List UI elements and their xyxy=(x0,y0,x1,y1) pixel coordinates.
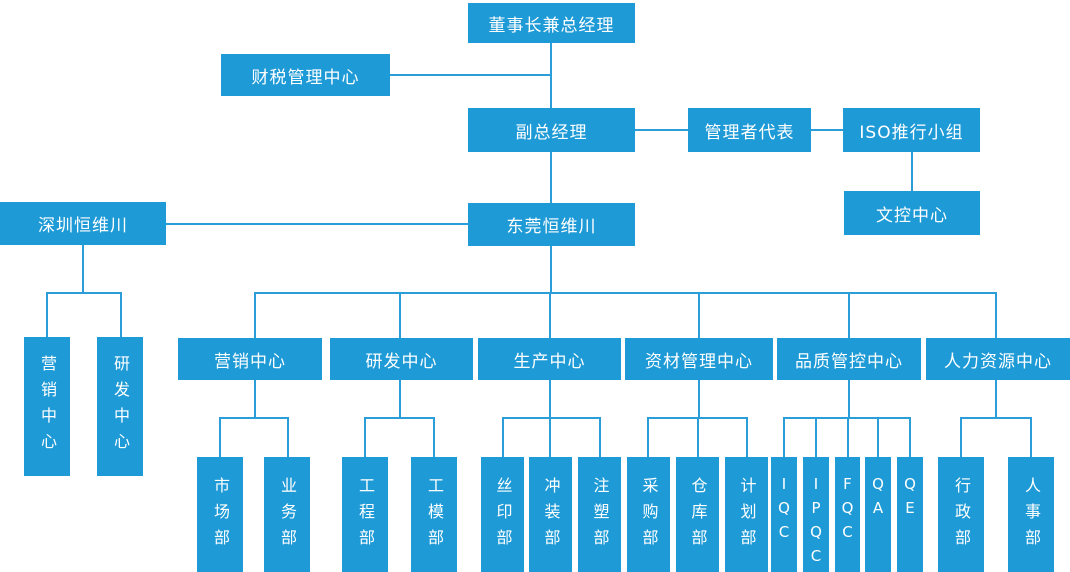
connector-sz-marketing-drop xyxy=(46,292,48,337)
org-node-qe: QE xyxy=(897,457,923,572)
connector-split xyxy=(960,417,1031,419)
connector-iso-doccontrol xyxy=(911,152,913,191)
org-node-management-representative: 管理者代表 xyxy=(688,108,811,152)
org-node-rnd-center: 研发中心 xyxy=(330,338,473,380)
connector-deputy-mgmtrep xyxy=(635,129,688,131)
org-node-stamping-dept: 冲装部 xyxy=(529,457,572,572)
connector-chairman-deputy xyxy=(550,43,552,108)
org-node-fqc: FQC xyxy=(835,457,860,572)
org-node-ipqc: IPQC xyxy=(803,457,829,572)
connector-dongguan-distribution xyxy=(550,246,552,293)
org-node-chairman: 董事长兼总经理 xyxy=(468,3,635,43)
connector-drop xyxy=(599,417,601,457)
connector-drop xyxy=(549,417,551,457)
connector-stem xyxy=(399,380,401,418)
connector-drop xyxy=(433,417,435,457)
org-node-marketing-center: 营销中心 xyxy=(178,338,322,380)
connector-drop xyxy=(877,417,879,457)
connector-stem xyxy=(254,380,256,418)
org-node-business-dept: 业务部 xyxy=(264,457,310,572)
org-node-hr-center: 人力资源中心 xyxy=(926,338,1070,380)
connector-shenzhen-split xyxy=(46,292,121,294)
org-node-admin-dept: 行政部 xyxy=(938,457,984,572)
connector-drop xyxy=(697,417,699,457)
connector-financetax-trunk xyxy=(390,74,551,76)
connector-drop xyxy=(219,417,221,457)
connector-drop xyxy=(909,417,911,457)
org-node-planning-dept: 计划部 xyxy=(725,457,768,572)
connector-deputy-dongguan xyxy=(550,152,552,203)
org-node-injection-dept: 注塑部 xyxy=(578,457,621,572)
org-node-sz-marketing-center: 营销中心 xyxy=(24,337,70,476)
org-node-qa: QA xyxy=(865,457,891,572)
org-node-silkscreen-dept: 丝印部 xyxy=(481,457,524,572)
org-node-engineering-dept: 工程部 xyxy=(342,457,388,572)
connector-stem xyxy=(995,380,997,418)
org-node-personnel-dept: 人事部 xyxy=(1008,457,1054,572)
org-node-dongguan-hengweichuan: 东莞恒维川 xyxy=(468,203,635,246)
connector-drop-rnd xyxy=(399,292,401,338)
org-node-warehouse-dept: 仓库部 xyxy=(676,457,719,572)
org-node-iso-team: ISO推行小组 xyxy=(843,108,980,152)
org-node-production-center: 生产中心 xyxy=(478,338,621,380)
connector-drop xyxy=(847,417,849,457)
connector-drop xyxy=(364,417,366,457)
connector-stem xyxy=(848,380,850,418)
org-node-doc-control-center: 文控中心 xyxy=(844,191,980,235)
connector-split xyxy=(502,417,600,419)
connector-split xyxy=(783,417,910,419)
org-node-tooling-dept: 工模部 xyxy=(411,457,457,572)
org-node-finance-tax-center: 财税管理中心 xyxy=(221,54,390,96)
connector-mgmtrep-iso xyxy=(811,129,843,131)
org-node-quality-center: 品质管控中心 xyxy=(777,338,921,380)
org-node-sz-rnd-center: 研发中心 xyxy=(97,337,143,476)
org-node-purchasing-dept: 采购部 xyxy=(627,457,670,572)
connector-stem xyxy=(698,380,700,418)
connector-drop xyxy=(287,417,289,457)
connector-drop xyxy=(783,417,785,457)
connector-drop-materials xyxy=(698,292,700,338)
connector-drop-hr xyxy=(995,292,997,338)
connector-drop xyxy=(746,417,748,457)
connector-stem xyxy=(549,380,551,418)
org-node-shenzhen-hengweichuan: 深圳恒维川 xyxy=(0,202,166,245)
connector-drop xyxy=(502,417,504,457)
connector-drop xyxy=(1030,417,1032,457)
connector-split xyxy=(219,417,289,419)
connector-drop-production xyxy=(549,292,551,338)
connector-shenzhen-dongguan xyxy=(166,223,468,225)
connector-drop xyxy=(647,417,649,457)
connector-sz-rnd-drop xyxy=(120,292,122,337)
connector-drop-quality xyxy=(848,292,850,338)
connector-drop-marketing xyxy=(254,292,256,338)
org-node-iqc: IQC xyxy=(771,457,797,572)
org-node-market-dept: 市场部 xyxy=(197,457,243,572)
connector-main-distribution xyxy=(254,292,997,294)
connector-shenzhen-stem xyxy=(82,245,84,293)
org-node-materials-center: 资材管理中心 xyxy=(625,338,773,380)
connector-split xyxy=(364,417,434,419)
connector-drop xyxy=(960,417,962,457)
connector-drop xyxy=(815,417,817,457)
org-node-deputy-gm: 副总经理 xyxy=(468,108,635,152)
